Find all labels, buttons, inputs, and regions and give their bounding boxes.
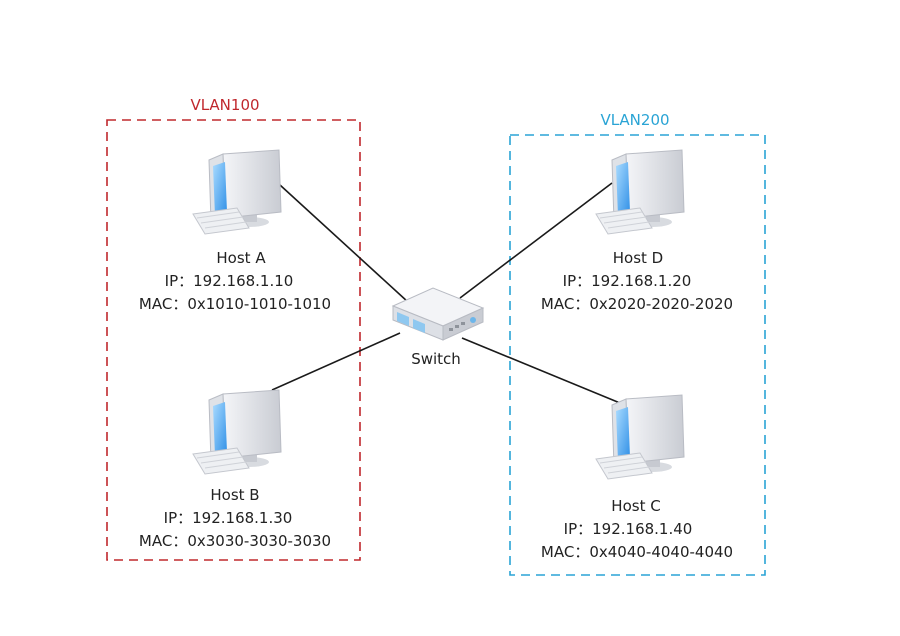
vlan100-label: VLAN100 — [190, 96, 259, 114]
link-host-c — [461, 337, 621, 404]
switch-label: Switch — [411, 350, 461, 368]
host-c-node[interactable]: Host C IP：192.168.1.40 MAC：0x4040-4040-4… — [541, 394, 733, 561]
host-mac: MAC：0x1010-1010-1010 — [139, 295, 331, 313]
host-ip: IP：192.168.1.30 — [164, 509, 293, 527]
host-b-node[interactable]: Host B IP：192.168.1.30 MAC：0x3030-3030-3… — [139, 389, 331, 550]
desktop-computer-icon — [192, 149, 282, 235]
link-host-d — [459, 182, 613, 299]
host-mac: MAC：0x4040-4040-4040 — [541, 543, 733, 561]
link-host-b — [271, 332, 401, 391]
desktop-computer-icon — [192, 389, 282, 475]
host-d-node[interactable]: Host D IP：192.168.1.20 MAC：0x2020-2020-2… — [541, 149, 733, 313]
host-mac: MAC：0x2020-2020-2020 — [541, 295, 733, 313]
vlan100-boundary — [106, 119, 361, 561]
host-mac: MAC：0x3030-3030-3030 — [139, 532, 331, 550]
links — [271, 182, 621, 404]
host-name: Host C — [611, 497, 660, 515]
host-ip: IP：192.168.1.10 — [165, 272, 294, 290]
host-ip: IP：192.168.1.20 — [563, 272, 692, 290]
host-ip: IP：192.168.1.40 — [564, 520, 693, 538]
desktop-computer-icon — [595, 149, 685, 235]
link-host-a — [279, 184, 409, 303]
vlan100-group: VLAN100 — [106, 96, 361, 561]
vlan200-group: VLAN200 — [509, 111, 766, 576]
vlan200-boundary — [509, 134, 766, 576]
host-a-node[interactable]: Host A IP：192.168.1.10 MAC：0x1010-1010-1… — [139, 149, 331, 313]
switch-node[interactable]: Switch — [392, 287, 484, 368]
desktop-computer-icon — [595, 394, 685, 480]
host-name: Host B — [210, 486, 259, 504]
host-name: Host A — [216, 249, 266, 267]
vlan200-label: VLAN200 — [600, 111, 669, 129]
network-switch-icon — [392, 287, 484, 341]
host-name: Host D — [613, 249, 663, 267]
